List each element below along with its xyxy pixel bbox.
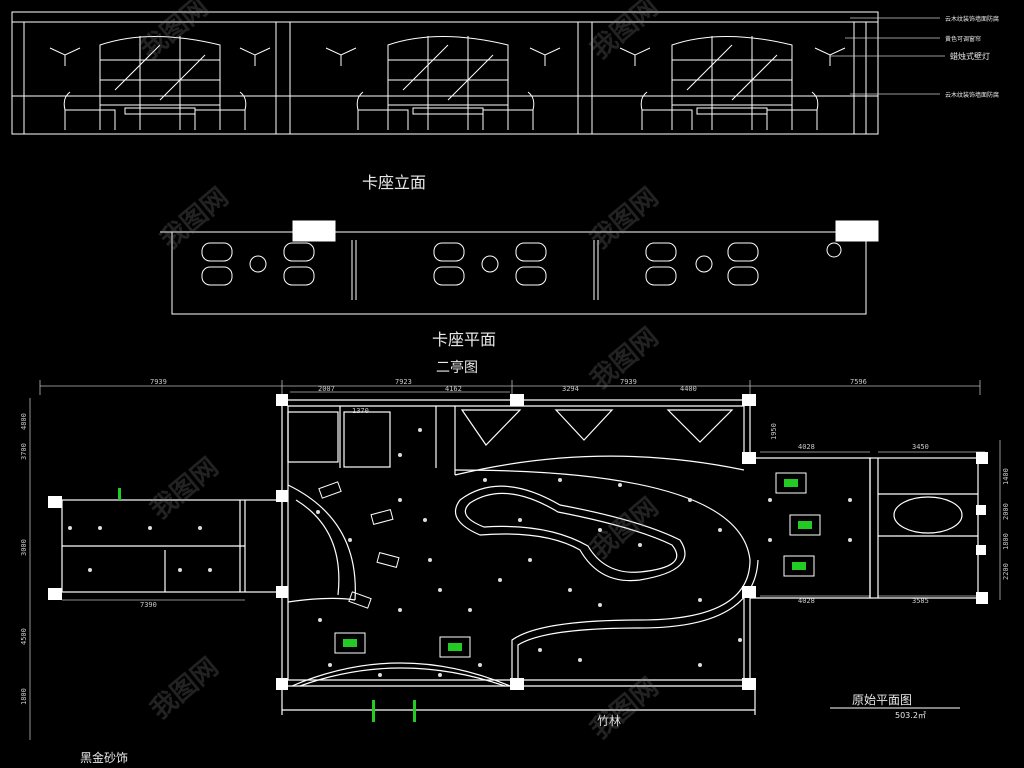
elevation-bay-2 <box>325 36 561 130</box>
dim-left-1: 3700 <box>20 443 28 460</box>
dim-small-6: 7390 <box>140 601 157 609</box>
dim-left-4: 4800 <box>20 413 28 430</box>
watermark-1: 我图网 <box>135 0 214 65</box>
dim-right-5: 1950 <box>770 423 778 440</box>
watermark-3: 我图网 <box>155 182 234 255</box>
dim-right-4: 2200 <box>1002 563 1010 580</box>
dim-right-1: 1400 <box>1002 468 1010 485</box>
bamboo-label: 竹林 <box>597 714 621 728</box>
watermark-4: 我图网 <box>585 182 664 255</box>
dim-top-5: 3294 <box>562 385 579 393</box>
light-fixtures <box>118 472 821 722</box>
watermark-2: 我图网 <box>585 0 664 65</box>
callout-1: 云木纹装饰墙面防腐 <box>945 15 999 23</box>
plan-area: 503.2㎡ <box>895 711 926 720</box>
dim-top-6: 7939 <box>620 378 637 386</box>
floor-plan-walls <box>61 399 979 715</box>
dim-small-1: 1370 <box>352 407 369 415</box>
dim-small-3: 3450 <box>912 443 929 451</box>
elevation-title: 卡座立面 <box>362 173 426 192</box>
dim-small-5: 3585 <box>912 597 929 605</box>
booth-elevation <box>11 11 879 135</box>
callout-4: 云木纹装饰墙面防腐 <box>945 91 999 99</box>
elevation-callouts <box>830 17 945 95</box>
dim-right-2: 2000 <box>1002 503 1010 520</box>
watermark-8: 我图网 <box>145 652 224 725</box>
plan-title: 原始平面图 <box>852 693 912 707</box>
dim-small-4: 4028 <box>798 597 815 605</box>
dim-top-1: 7939 <box>150 378 167 386</box>
watermark-9: 我图网 <box>585 672 664 745</box>
dim-top-7: 4400 <box>680 385 697 393</box>
watermark-6: 我图网 <box>145 452 224 525</box>
dim-left-2: 3000 <box>20 539 28 556</box>
dim-left-5: 1800 <box>20 688 28 705</box>
dim-top-8: 7596 <box>850 378 867 386</box>
callout-2: 黄色可调窗帘 <box>945 35 981 43</box>
elevation-bay-1 <box>49 36 271 130</box>
structural-columns <box>48 394 988 690</box>
dimension-lines <box>29 380 1001 740</box>
callout-3: 蜡烛式壁灯 <box>950 51 990 61</box>
footer-note: 黑金砂饰 <box>80 750 128 765</box>
dim-right-3: 1800 <box>1002 533 1010 550</box>
elevation-bay-3 <box>619 36 846 130</box>
dim-top-4: 4162 <box>445 385 462 393</box>
seat-plan-title: 卡座平面 <box>432 330 496 349</box>
dim-small-2: 4028 <box>798 443 815 451</box>
dim-top-3: 7923 <box>395 378 412 386</box>
dim-left-3: 4500 <box>20 628 28 645</box>
watermark: 我图网 我图网 我图网 我图网 我图网 我图网 我图网 我图网 我图网 <box>135 0 664 745</box>
floor-cut-title: 二亭图 <box>436 359 478 376</box>
ceiling-lights <box>68 428 852 677</box>
booth-plan <box>160 220 879 315</box>
dim-top-2: 2007 <box>318 385 335 393</box>
